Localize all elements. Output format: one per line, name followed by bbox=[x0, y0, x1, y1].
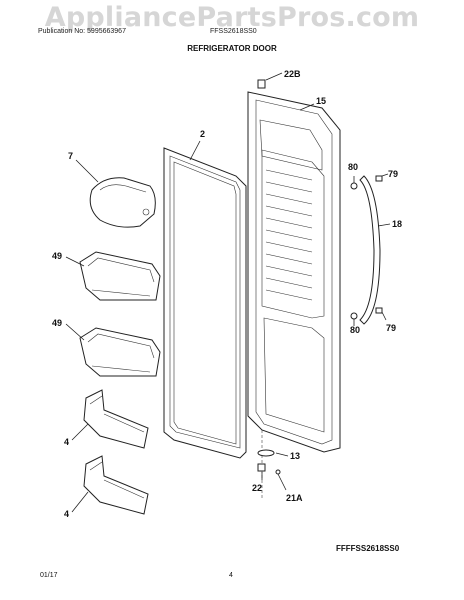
door-gasket bbox=[163, 147, 247, 459]
callout-80-upper: 80 bbox=[348, 162, 358, 172]
footer-date: 01/17 bbox=[40, 572, 58, 579]
cap-79-upper bbox=[375, 175, 383, 182]
callout-4-lower: 4 bbox=[64, 509, 69, 519]
lower-hinge-parts bbox=[257, 430, 289, 500]
page-title: REFRIGERATOR DOOR bbox=[187, 44, 277, 53]
callout-79-upper: 79 bbox=[388, 169, 398, 179]
hinge-13 bbox=[257, 449, 275, 457]
plug-22b bbox=[257, 72, 283, 89]
callout-49-upper: 49 bbox=[52, 251, 62, 261]
callout-4-upper: 4 bbox=[64, 437, 69, 447]
callout-7: 7 bbox=[68, 151, 73, 161]
callout-49-lower: 49 bbox=[52, 318, 62, 328]
page-number: 4 bbox=[229, 572, 233, 579]
callout-80-lower: 80 bbox=[350, 325, 360, 335]
callout-79-lower: 79 bbox=[386, 323, 396, 333]
diagram-code: FFFFSS2618SS0 bbox=[336, 544, 400, 553]
door-shell bbox=[247, 91, 341, 453]
publication-number: Publication No: 5995663967 bbox=[38, 28, 126, 35]
callout-15: 15 bbox=[316, 96, 326, 106]
screw-80-lower bbox=[350, 312, 358, 320]
pin-21a bbox=[275, 469, 281, 475]
screw-80-upper bbox=[350, 182, 358, 190]
watermark: AppliancePartsPros.com bbox=[44, 2, 420, 33]
door-bin-49-upper bbox=[65, 251, 161, 301]
bushing-22 bbox=[257, 463, 266, 472]
door-bin-49-lower bbox=[65, 323, 161, 377]
callout-18: 18 bbox=[392, 219, 402, 229]
cap-79-lower bbox=[375, 307, 383, 314]
model-number: FFSS2618SS0 bbox=[210, 28, 257, 35]
callout-22: 22 bbox=[252, 483, 262, 493]
callout-22b: 22B bbox=[284, 69, 301, 79]
callout-2: 2 bbox=[200, 129, 205, 139]
callout-13: 13 bbox=[290, 451, 300, 461]
callout-21a: 21A bbox=[286, 493, 303, 503]
dairy-cover bbox=[75, 159, 156, 228]
door-bin-4-upper bbox=[71, 389, 149, 449]
door-handle bbox=[350, 173, 391, 326]
door-bin-4-lower bbox=[71, 455, 149, 515]
